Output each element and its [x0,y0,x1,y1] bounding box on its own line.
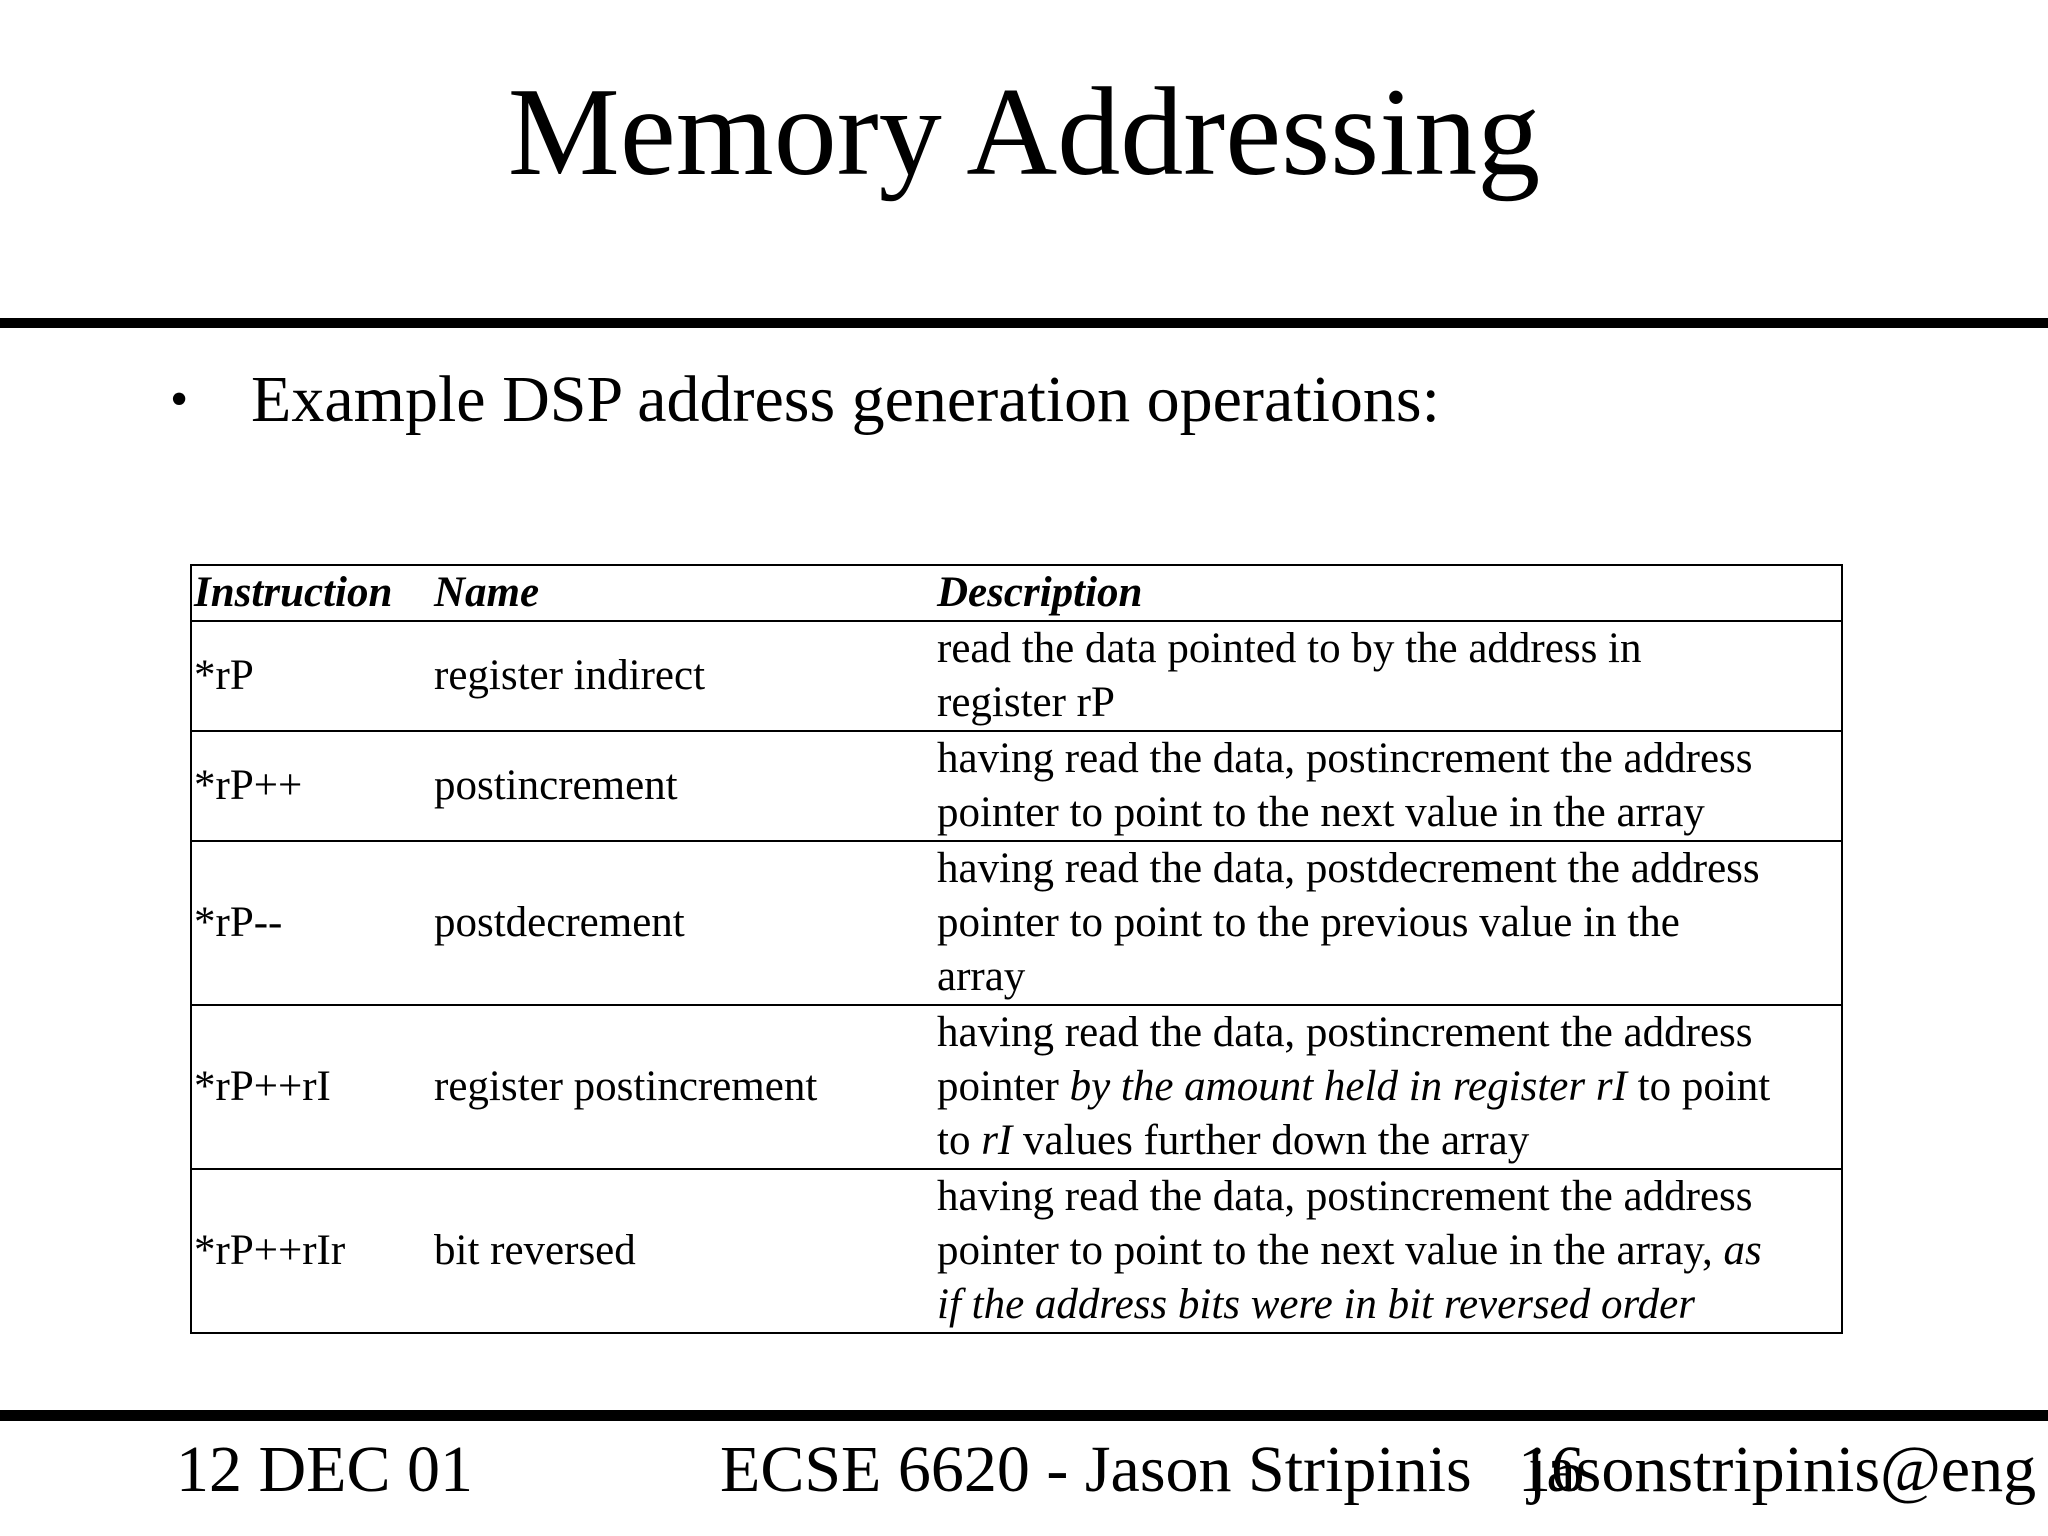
description-text: to [937,1117,982,1164]
description-text: pointer to point to the next value in th… [937,789,1705,836]
description-line: to rI values further down the array [937,1114,1841,1168]
description-italic-text: rI [981,1117,1013,1164]
description-text: having read the data, postincrement the … [937,1173,1753,1220]
name-cell: register postincrement [434,1004,937,1169]
table-header-row: Instruction Name Description [191,565,1842,622]
header-description: Description [937,565,1842,622]
bullet-text: Example DSP address generation operation… [251,363,1440,436]
description-text: having read the data, postdecrement the … [937,845,1760,892]
name-cell: bit reversed [434,1168,937,1333]
description-text: having read the data, postincrement the … [937,1009,1753,1056]
description-line: having read the data, postdecrement the … [937,842,1841,896]
description-line: read the data pointed to by the address … [937,622,1841,676]
footer-date: 12 DEC 01 [176,1433,473,1506]
description-text: pointer [937,1063,1070,1110]
description-line: if the address bits were in bit reversed… [937,1278,1841,1332]
slide-title: Memory Addressing [507,63,1541,202]
bottom-divider [0,1410,2048,1421]
description-line: pointer to point to the next value in th… [937,1224,1841,1278]
top-divider [0,318,2048,328]
description-line: pointer to point to the previous value i… [937,896,1841,950]
description-line: register rP [937,676,1841,730]
description-text: to point [1626,1063,1771,1110]
footer-page-number: 16 [1518,1433,1584,1506]
header-name: Name [434,565,937,622]
footer-email: jasonstripinis@eng [1528,1433,2037,1506]
name-cell: register indirect [434,620,937,731]
bullet-symbol: • [170,371,189,428]
instruction-cell: *rP++rIr [191,1168,434,1333]
description-line: having read the data, postincrement the … [937,1170,1841,1224]
instruction-cell: *rP-- [191,840,434,1005]
description-text: values further down the array [1012,1117,1530,1164]
description-cell: read the data pointed to by the address … [937,620,1842,731]
description-text: pointer to point to the next value in th… [937,1227,1724,1274]
instruction-cell: *rP [191,620,434,731]
instruction-cell: *rP++rI [191,1004,434,1169]
description-line: pointer by the amount held in register r… [937,1060,1841,1114]
description-cell: having read the data, postincrement the … [937,730,1842,841]
description-cell: having read the data, postincrement the … [937,1168,1842,1333]
description-italic-text: by the amount held in register rI [1069,1063,1627,1110]
description-italic-text: if the address bits were in bit reversed… [937,1281,1695,1328]
name-cell: postdecrement [434,840,937,1005]
description-line: having read the data, postincrement the … [937,732,1841,786]
description-line: pointer to point to the next value in th… [937,786,1841,840]
description-text: read the data pointed to by the address … [937,625,1642,672]
description-text: pointer to point to the previous value i… [937,899,1680,946]
description-cell: having read the data, postincrement the … [937,1004,1842,1169]
description-line: array [937,950,1841,1004]
footer-course: ECSE 6620 - Jason Stripinis [720,1433,1472,1506]
description-cell: having read the data, postdecrement the … [937,840,1842,1005]
description-italic-text: as [1723,1227,1762,1274]
description-text: register rP [937,679,1115,726]
header-instruction: Instruction [191,565,434,622]
description-line: having read the data, postincrement the … [937,1006,1841,1060]
description-text: array [937,953,1026,1000]
description-text: having read the data, postincrement the … [937,735,1753,782]
instruction-cell: *rP++ [191,730,434,841]
name-cell: postincrement [434,730,937,841]
